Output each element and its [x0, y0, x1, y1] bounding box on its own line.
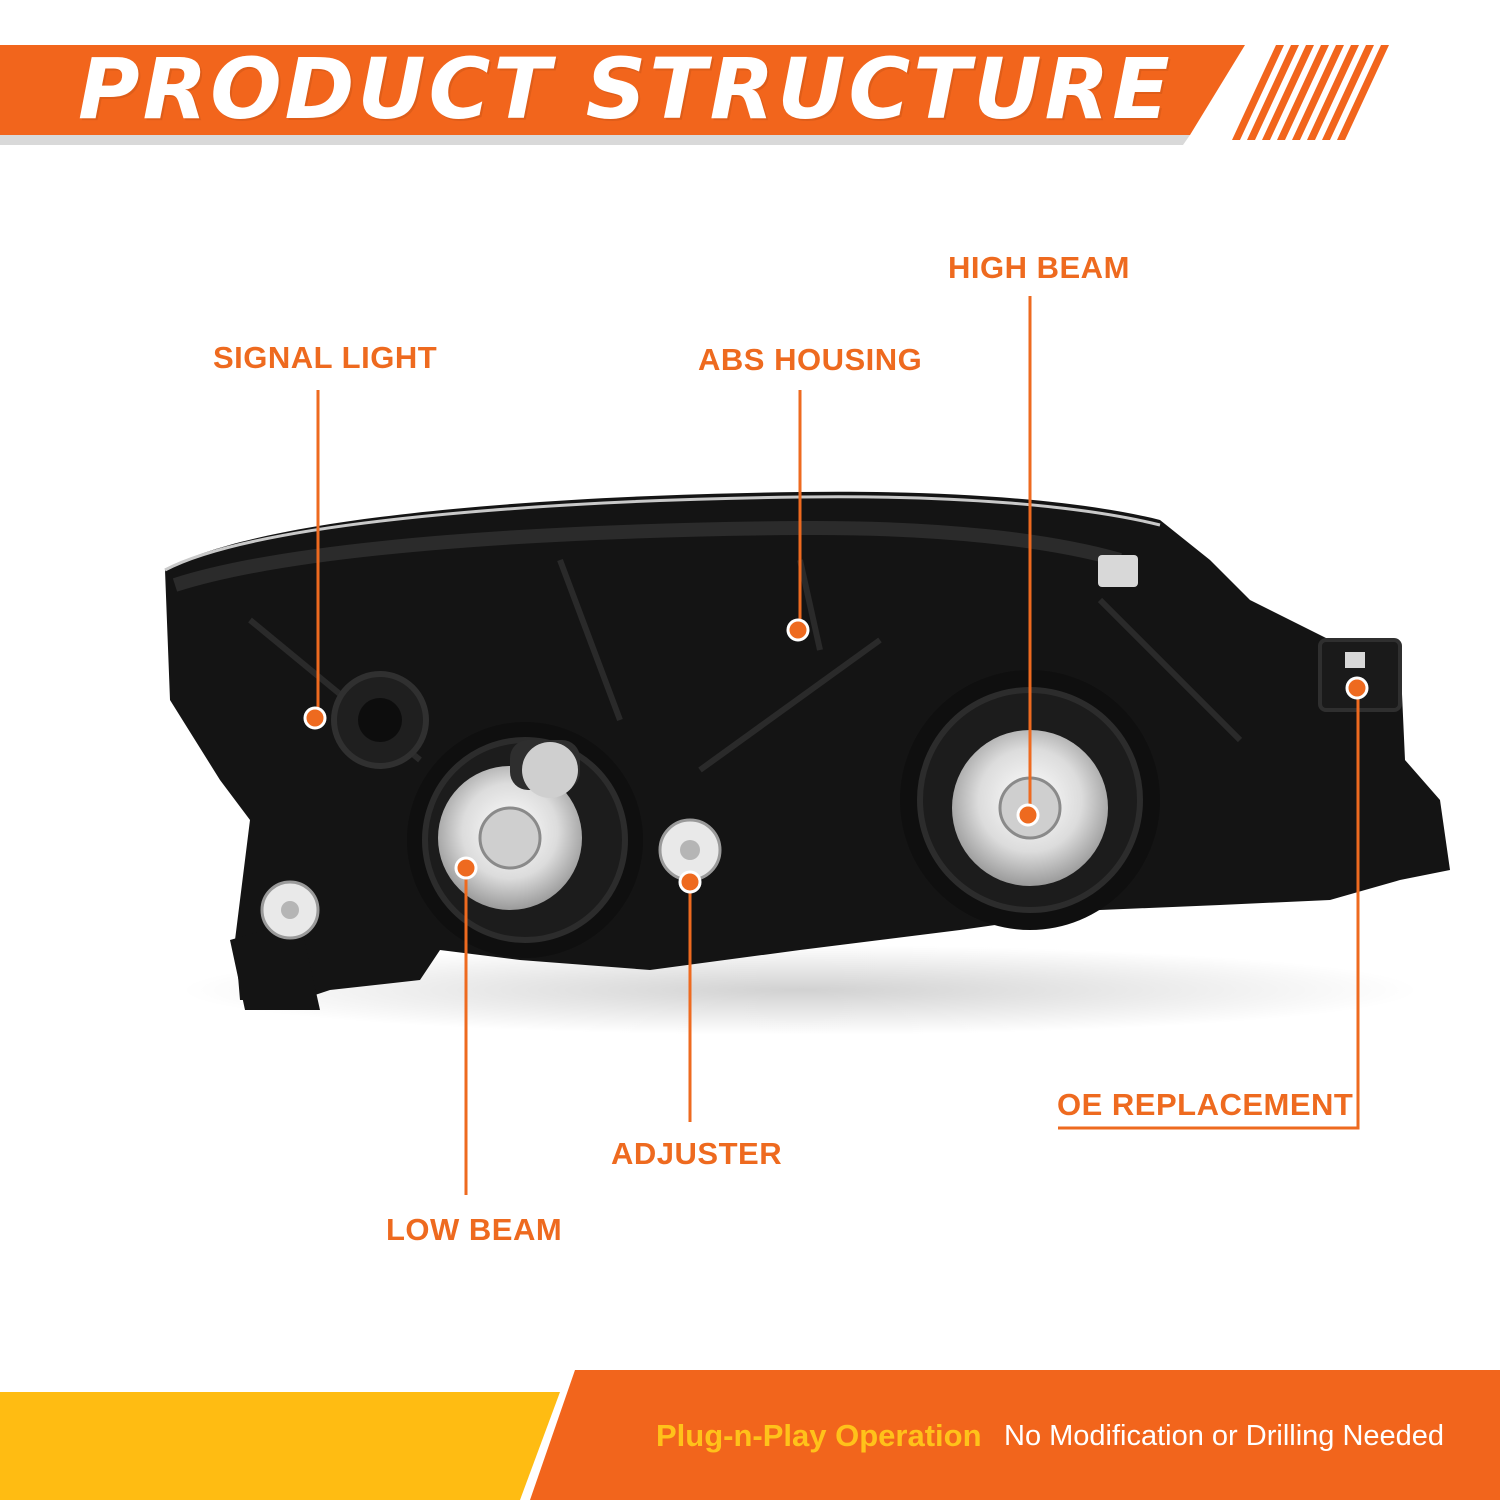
header-banner [0, 45, 1389, 145]
callout-high-beam: HIGH BEAM [948, 250, 1130, 285]
callout-low-beam: LOW BEAM [386, 1212, 563, 1247]
mount-bracket [1098, 555, 1402, 712]
callout-leaders [316, 296, 1360, 1195]
signal-light-socket [331, 671, 429, 769]
callout-oe-replacement: OE REPLACEMENT [1057, 1087, 1354, 1122]
lens-rim [164, 495, 1161, 572]
callout-abs-housing: ABS HOUSING [698, 342, 923, 377]
footer-banner [0, 1370, 1500, 1500]
footer-note: No Modification or Drilling Needed [1004, 1420, 1445, 1452]
stripe-decoration [1232, 45, 1389, 140]
callout-adjuster: ADJUSTER [611, 1136, 783, 1171]
footer-highlight: Plug-n-Play Operation [656, 1418, 982, 1453]
adjuster-knob [658, 818, 722, 882]
low-beam-socket [407, 722, 643, 958]
callout-signal-light: SIGNAL LIGHT [213, 340, 438, 375]
adjuster-knob-left [260, 880, 320, 940]
callout-dots [303, 618, 1369, 894]
page-title: PRODUCT STRUCTURE [78, 40, 1173, 138]
